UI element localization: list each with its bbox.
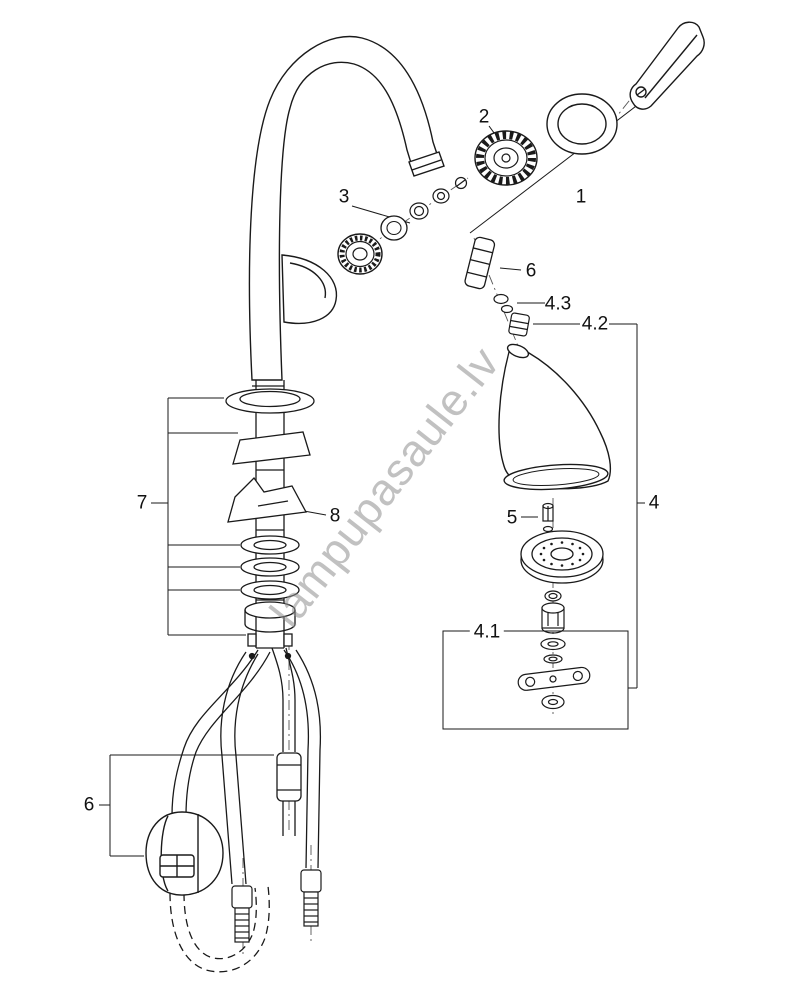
axis-lines bbox=[242, 71, 653, 958]
hose-weight bbox=[145, 811, 224, 896]
check-valve-parts bbox=[493, 293, 514, 314]
hose-coupling bbox=[276, 752, 302, 802]
handle-lever bbox=[629, 21, 705, 110]
faucet-column bbox=[225, 380, 315, 660]
pullout-connector bbox=[464, 236, 496, 290]
threaded-end bbox=[234, 907, 250, 943]
leader-lines bbox=[99, 96, 649, 857]
callout-7: 7 bbox=[136, 492, 148, 514]
spray-dock bbox=[281, 254, 338, 325]
mounting-screw bbox=[283, 633, 293, 647]
mounting-screw bbox=[247, 633, 257, 647]
spout-tip-fasteners bbox=[409, 176, 468, 220]
aerator bbox=[337, 215, 408, 275]
callout-4-3: 4.3 bbox=[544, 293, 572, 315]
callout-3: 3 bbox=[338, 186, 350, 208]
escutcheon-plate bbox=[232, 431, 311, 465]
spray-insert bbox=[508, 312, 530, 337]
callout-4: 4 bbox=[648, 492, 660, 514]
spray-face-plate bbox=[520, 530, 604, 584]
retainer-bar bbox=[517, 666, 591, 691]
mounting-nut bbox=[244, 601, 296, 619]
callout-1: 1 bbox=[575, 186, 587, 208]
supply-connectors bbox=[231, 869, 322, 943]
spray-screw bbox=[542, 502, 554, 533]
threaded-end bbox=[303, 891, 319, 927]
faucet-spout bbox=[248, 35, 445, 381]
mounting-wedge bbox=[227, 476, 308, 523]
base-flange bbox=[225, 388, 315, 414]
joint-parts-stack bbox=[517, 590, 591, 710]
callout-6-weight: 6 bbox=[83, 794, 95, 816]
callout-5: 5 bbox=[506, 507, 518, 529]
cartridge-sleeve bbox=[546, 93, 618, 155]
callout-4-2: 4.2 bbox=[581, 313, 609, 335]
callout-4-1: 4.1 bbox=[469, 622, 505, 642]
callout-8: 8 bbox=[329, 505, 341, 527]
callout-2: 2 bbox=[478, 106, 490, 128]
cartridge bbox=[474, 130, 538, 186]
callout-6-hose: 6 bbox=[525, 260, 537, 282]
spray-holes bbox=[539, 541, 585, 567]
spray-head-cone bbox=[498, 343, 612, 491]
spout-outlet bbox=[408, 151, 445, 177]
